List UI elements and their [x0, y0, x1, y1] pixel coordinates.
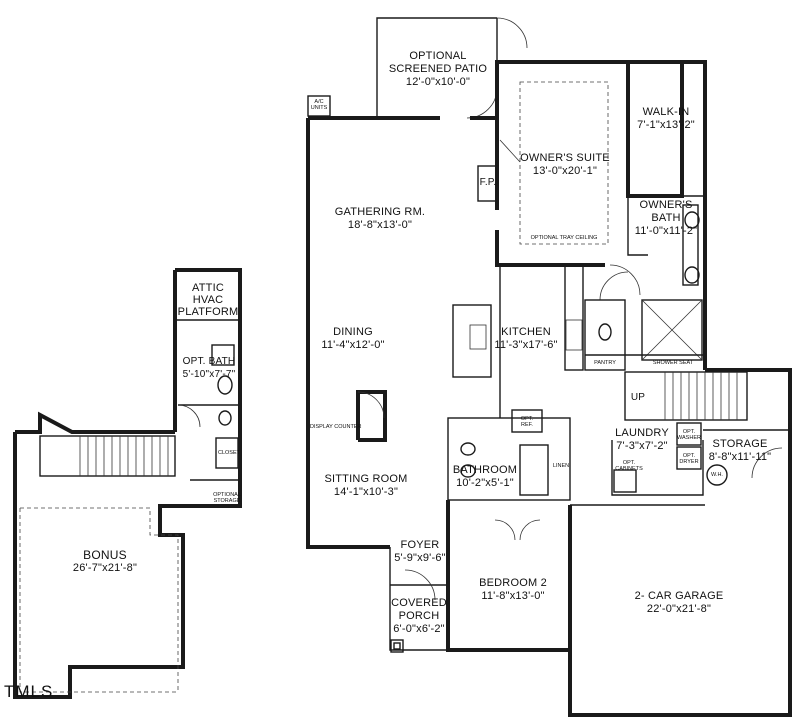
display-counter-label: DISPLAY COUNTER — [310, 424, 362, 430]
fireplace-label: F.P. — [479, 177, 497, 188]
room-label-attic: ATTIC HVAC PLATFORM — [177, 282, 239, 318]
linen-label: LINEN — [552, 463, 570, 469]
water-heater-label: W.H. — [711, 472, 723, 478]
optional-storage-label: OPTIONAL STORAGE — [213, 492, 241, 504]
room-label-dining: DINING 11'-4"x12'-0" — [321, 326, 385, 351]
room-label-sitting: SITTING ROOM 14'-1"x10'-3" — [324, 473, 408, 498]
up-label: UP — [630, 392, 646, 403]
tmls-logo: TMLS — [4, 682, 54, 701]
room-label-garage: 2- CAR GARAGE 22'-0"x21'-8" — [634, 590, 724, 615]
room-label-kitchen: KITCHEN 11'-3"x17'-6" — [494, 326, 558, 351]
room-label-storage: STORAGE 8'-8"x11'-11" — [708, 438, 772, 463]
room-label-porch: COVERED PORCH 6'-0"x6'-2" — [391, 597, 447, 635]
room-label-owners-bath: OWNER'S BATH 11'-0"x11'-2" — [634, 199, 698, 237]
opt-washer-label: OPT. WASHER — [677, 429, 701, 441]
room-label-bonus: BONUS 26'-7"x21'-8" — [72, 548, 138, 575]
second-floor-plan — [13, 268, 242, 699]
pantry-label: PANTRY — [594, 360, 616, 366]
room-label-bedroom2: BEDROOM 2 11'-8"x13'-0" — [479, 577, 547, 602]
room-label-owners-suite: OWNER'S SUITE 13'-0"x20'-1" — [520, 152, 610, 177]
room-label-opt-bath: OPT. BATH 5'-10"x7'-7" — [182, 356, 236, 380]
first-floor-plan — [306, 17, 792, 717]
opt-ref-label: OPT. REF. — [520, 416, 534, 428]
room-label-bathroom: BATHROOM 10'-2"x5'-1" — [452, 464, 518, 489]
opt-cabinets-label: OPT. CABINETS — [615, 460, 643, 472]
closet-label: CLOSET — [218, 450, 241, 456]
room-label-patio: OPTIONAL SCREENED PATIO 12'-0"x10'-0" — [388, 50, 488, 88]
tray-ceiling-label: OPTIONAL TRAY CEILING — [530, 235, 598, 241]
room-label-walkin: WALK-IN 7'-1"x13'-2" — [637, 106, 695, 131]
room-label-foyer: FOYER 5'-9"x9'-6" — [394, 539, 446, 564]
shower-seat-label: SHOWER SEAT — [652, 360, 694, 366]
opt-dryer-label: OPT. DRYER — [679, 453, 699, 465]
room-label-gathering: GATHERING RM. 18'-8"x13'-0" — [334, 206, 426, 231]
room-label-laundry: LAUNDRY 7'-3"x7'-2" — [615, 427, 669, 452]
ac-units-label: A/C UNITS — [310, 99, 328, 111]
